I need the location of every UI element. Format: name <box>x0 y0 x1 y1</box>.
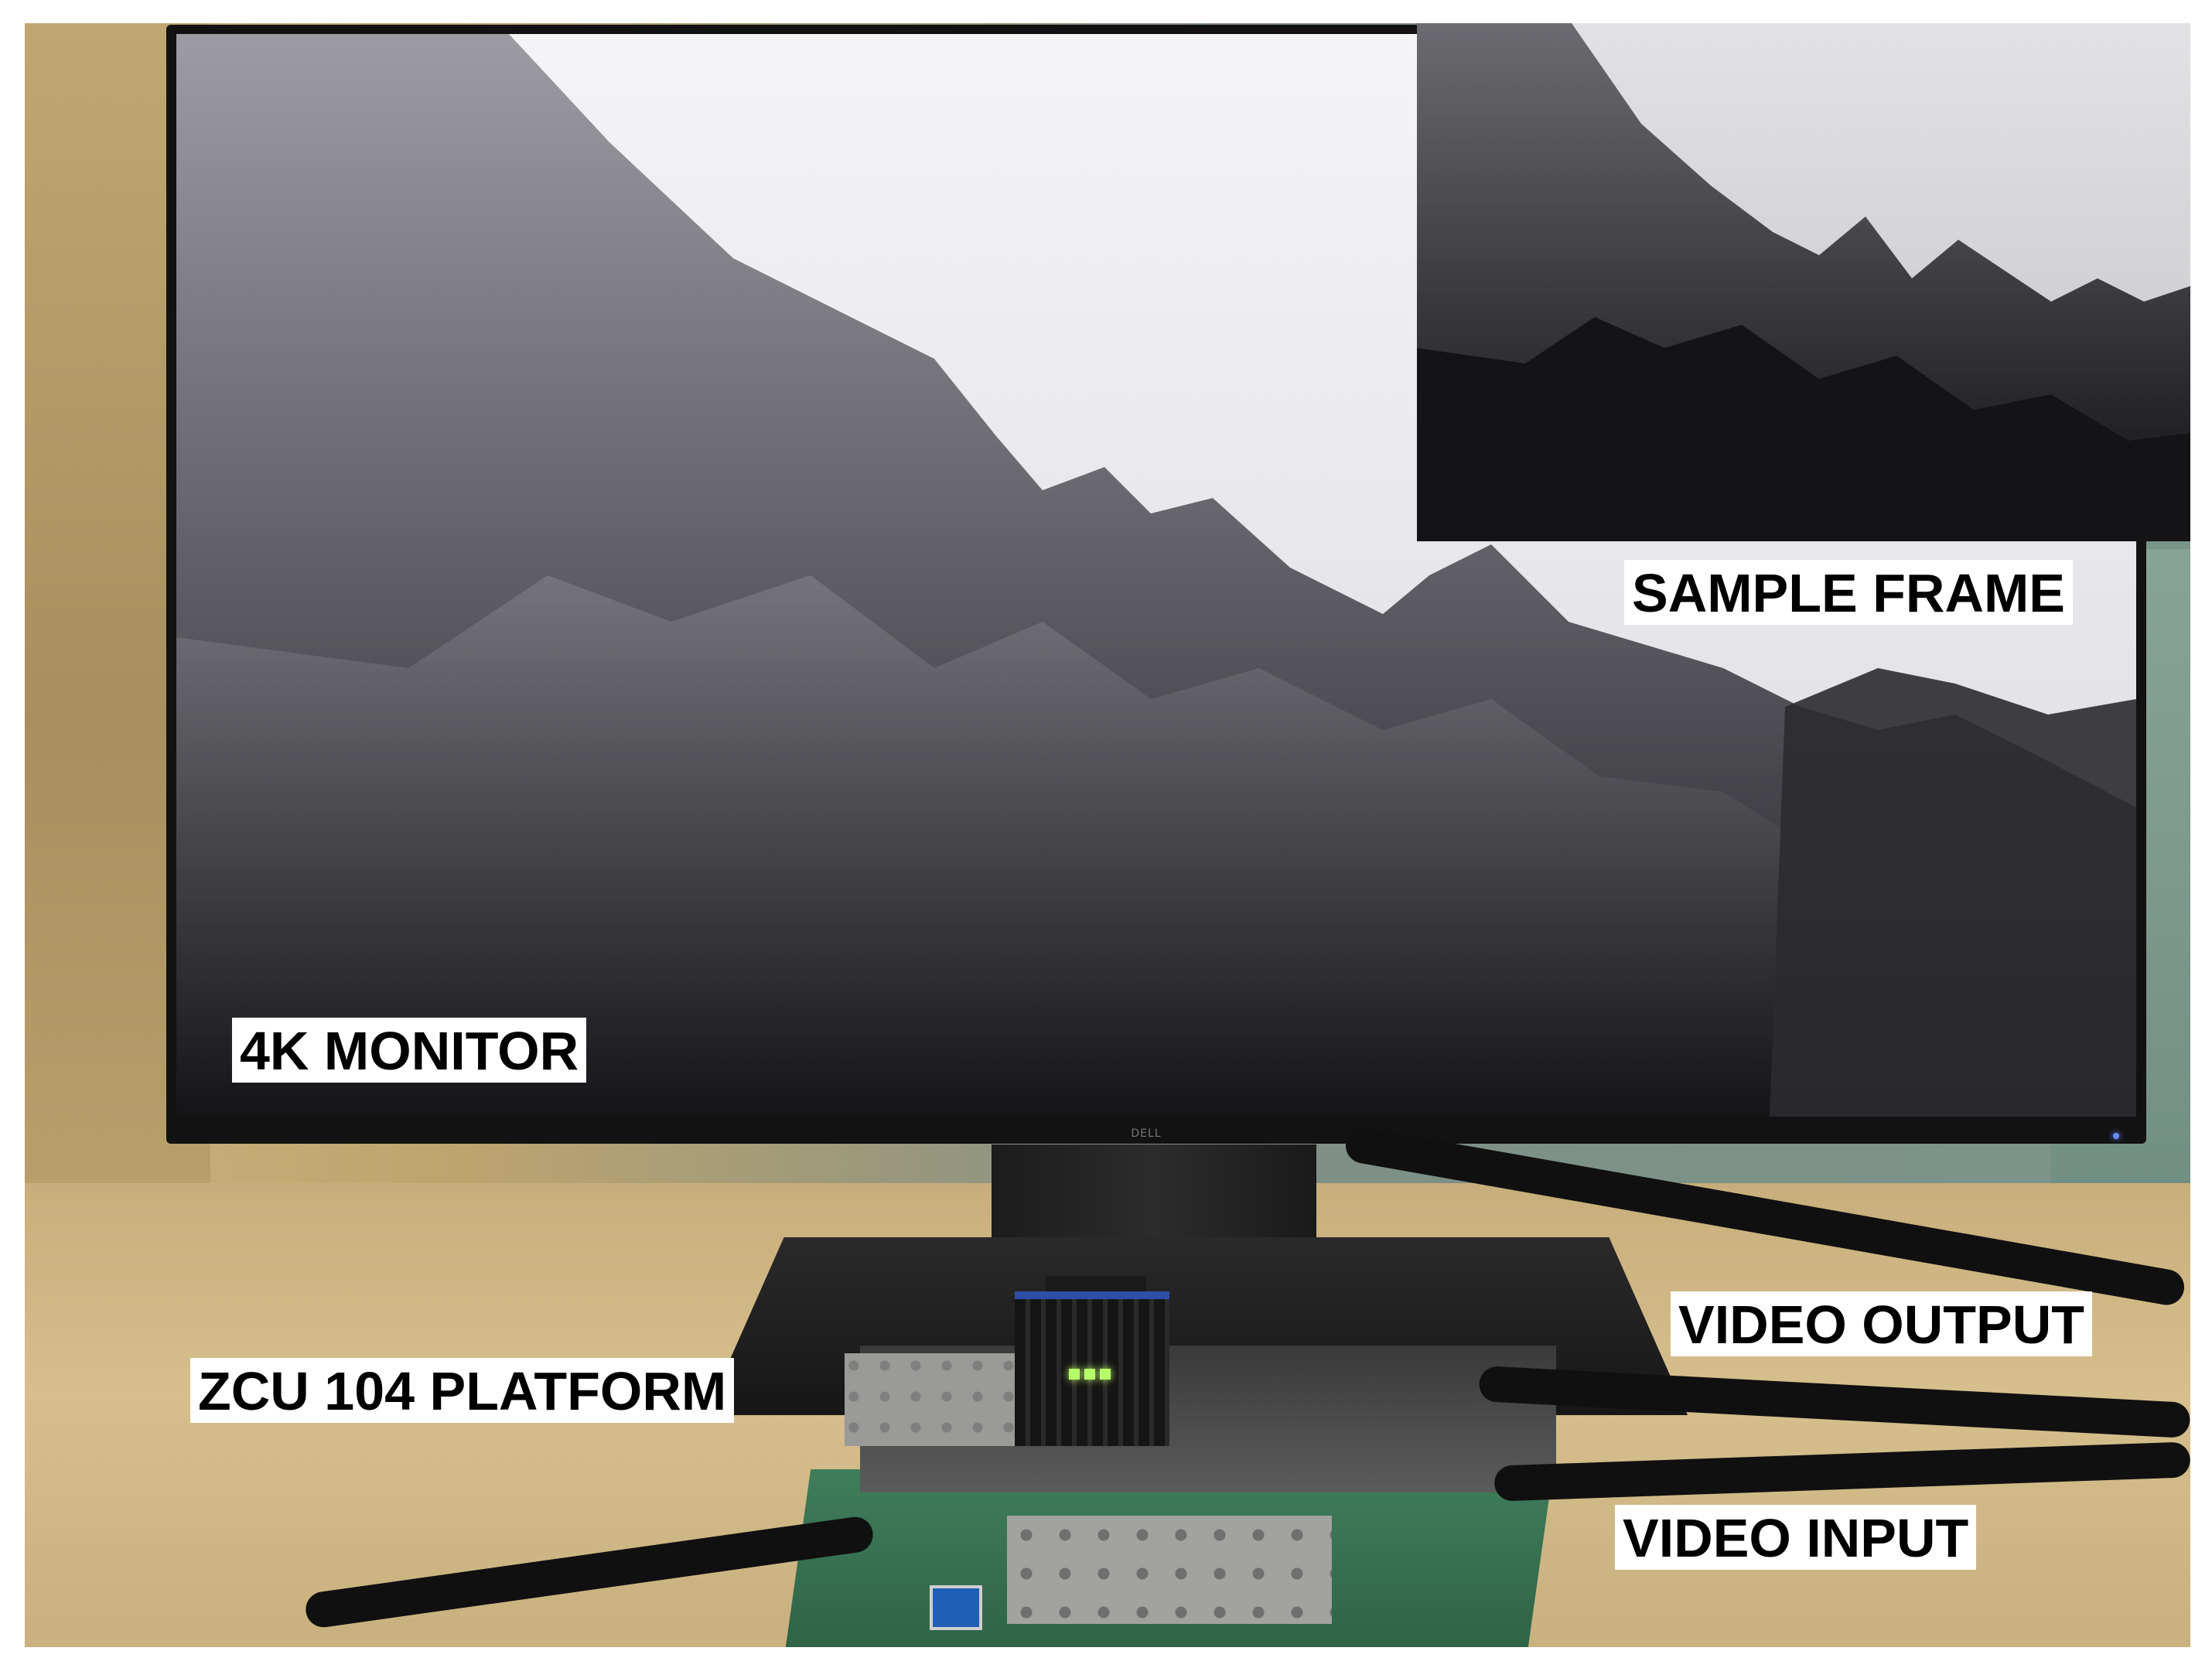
photograph: DELL <box>25 23 2190 1647</box>
usb-port-icon <box>930 1585 982 1630</box>
label-sample-frame: SAMPLE FRAME <box>1624 560 2073 625</box>
label-video-input: VIDEO INPUT <box>1615 1505 1977 1570</box>
label-zcu104-platform: ZCU 104 PLATFORM <box>190 1358 735 1423</box>
dell-logo: DELL <box>1131 1127 1162 1140</box>
rf-shield-left <box>845 1353 1015 1446</box>
power-led <box>2113 1133 2119 1139</box>
label-4k-monitor: 4K MONITOR <box>232 1018 587 1083</box>
label-video-output: VIDEO OUTPUT <box>1671 1291 2093 1356</box>
sample-frame-inset <box>1417 23 2190 541</box>
sample-frame-image <box>1417 23 2190 541</box>
status-leds <box>1069 1369 1131 1384</box>
rf-shield-bottom <box>1007 1516 1332 1624</box>
